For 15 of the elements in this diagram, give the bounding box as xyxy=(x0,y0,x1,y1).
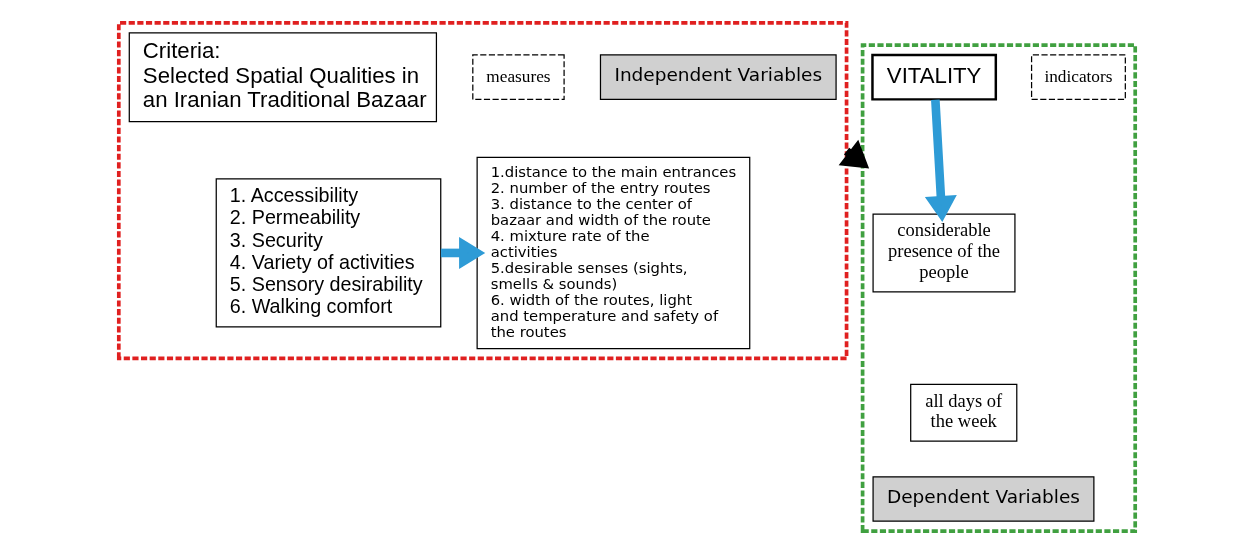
node-box: measures xyxy=(471,54,565,100)
cluster xyxy=(116,21,848,361)
node-box: Criteria: Selected Spatial Qualities in an Iranian Traditional Bazaar xyxy=(128,32,437,123)
arrow xyxy=(838,139,869,169)
arrow xyxy=(924,99,957,223)
node-box: considerable presence of the people xyxy=(871,213,1016,293)
arrow xyxy=(440,236,485,269)
node-box: Independent Variables xyxy=(599,54,837,100)
node-box: all days of the week xyxy=(909,383,1017,442)
node-box: VITALITY xyxy=(870,53,997,101)
node-box: indicators xyxy=(1030,54,1126,100)
node-box: 1.distance to the main entrances 2. number of the entry routes 3. distance to the center of bazaar and width of the route 4. mixture rate of the activities 5.desirable senses (sights, smells & sounds) 6. width of the routes, light and temperature and safety of the routes xyxy=(476,156,750,350)
node-box: Dependent Variables xyxy=(871,476,1094,522)
cluster xyxy=(860,43,1137,533)
node-box: 1. Accessibility 2. Permeability 3. Security 4. Variety of activities 5. Sensory desirability 6. Walking comfort xyxy=(215,178,441,328)
